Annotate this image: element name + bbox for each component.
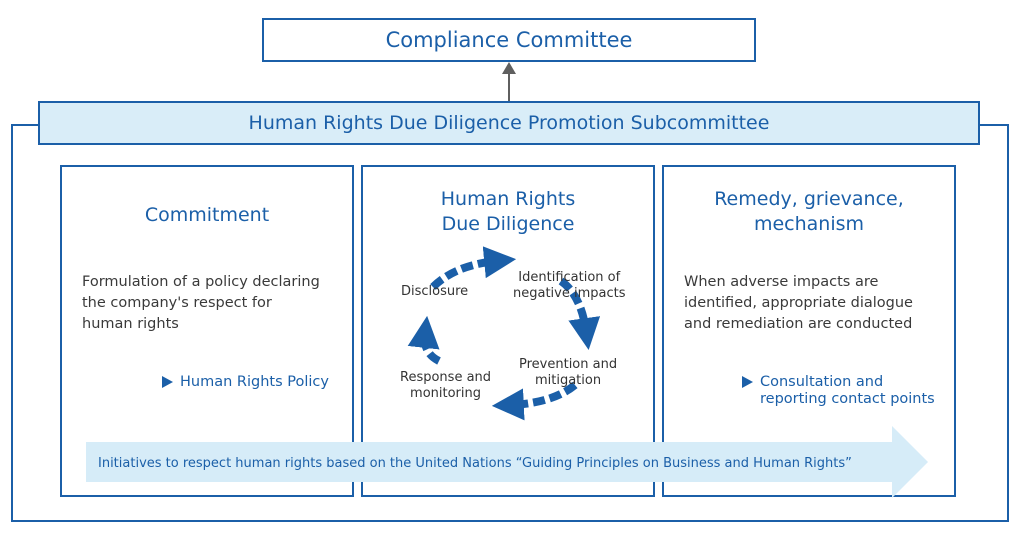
remedy-description: When adverse impacts are identified, app… bbox=[684, 274, 913, 332]
subcommittee-label: Human Rights Due Diligence Promotion Sub… bbox=[248, 112, 770, 134]
cycle-arrow-disclosure-to-identification-icon bbox=[430, 246, 517, 290]
play-triangle-icon bbox=[742, 376, 753, 388]
due-diligence-cycle-diagram bbox=[407, 246, 601, 421]
cycle-arrow-prevention-to-response-icon bbox=[491, 381, 578, 421]
connector-arrow-head-icon bbox=[502, 62, 516, 74]
initiatives-banner-text: Initiatives to respect human rights base… bbox=[98, 456, 852, 471]
cycle-step-identification: Identification of negative impacts bbox=[513, 270, 626, 301]
commitment-title: Commitment bbox=[144, 204, 270, 226]
due-diligence-title: Human Rights Due Diligence bbox=[440, 188, 576, 235]
cycle-step-disclosure: Disclosure bbox=[401, 284, 469, 299]
commitment-description: Formulation of a policy declaring the co… bbox=[82, 274, 320, 332]
cycle-step-response: Response and monitoring bbox=[400, 370, 492, 401]
subcommittee-box: Human Rights Due Diligence Promotion Sub… bbox=[38, 101, 980, 145]
play-triangle-icon bbox=[162, 376, 173, 388]
compliance-committee-label: Compliance Committee bbox=[385, 28, 633, 52]
cycle-step-prevention: Prevention and mitigation bbox=[519, 357, 618, 388]
initiatives-arrow-icon bbox=[86, 426, 928, 498]
commitment-panel: Commitment Formulation of a policy decla… bbox=[60, 165, 354, 497]
cycle-arrow-identification-to-prevention-icon bbox=[558, 277, 601, 351]
compliance-committee-box: Compliance Committee bbox=[262, 18, 756, 62]
cycle-arrow-response-to-disclosure-icon bbox=[407, 315, 441, 365]
due-diligence-panel: Human Rights Due Diligence Identificatio… bbox=[361, 165, 655, 497]
remedy-title: Remedy, grievance, mechanism bbox=[714, 188, 904, 235]
connector-line bbox=[508, 72, 510, 102]
human-rights-policy-link[interactable]: Human Rights Policy bbox=[180, 374, 329, 390]
consultation-contact-link[interactable]: Consultation and reporting contact point… bbox=[760, 374, 935, 407]
